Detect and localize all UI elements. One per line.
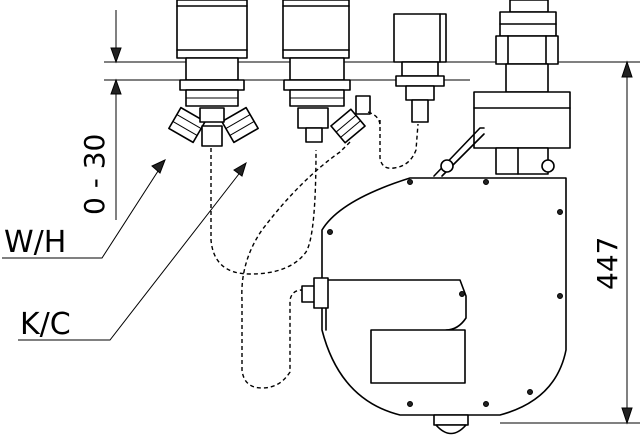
motor-unit [473, 0, 571, 175]
cylinder-1 [176, 0, 248, 107]
dimension-label-height: 447 [591, 237, 624, 290]
hose-wh [210, 148, 317, 275]
fitting-kc [330, 95, 371, 144]
hose-kc [241, 141, 351, 389]
dimension-0-30: 0 - 30 [78, 10, 122, 220]
hose-cylinder-3-b [367, 111, 381, 127]
leader-kc [18, 169, 243, 341]
dimension-447: 447 [500, 60, 640, 425]
label-kc: K/C [20, 307, 71, 342]
fitting-wh-1 [168, 106, 259, 147]
dimension-label-range: 0 - 30 [78, 134, 111, 215]
leader-wh [2, 167, 161, 259]
cylinder-3 [393, 13, 447, 123]
main-housing [301, 127, 567, 435]
cylinder-2 [282, 0, 351, 143]
label-wh: W/H [4, 225, 66, 260]
hose-cylinder-3 [379, 120, 419, 169]
